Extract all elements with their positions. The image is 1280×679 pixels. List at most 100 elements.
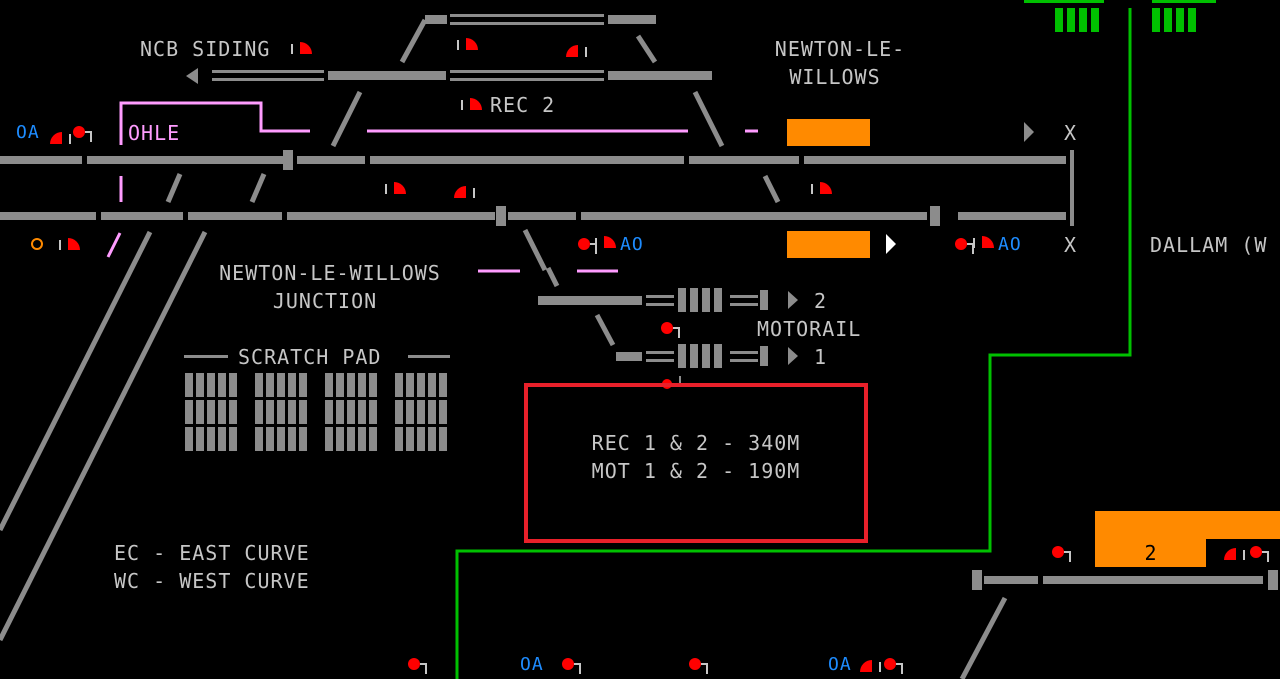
line-end-x-top: X bbox=[1064, 121, 1078, 145]
scratch-pad-cell[interactable] bbox=[406, 400, 414, 424]
berth-number: 2 bbox=[1144, 541, 1157, 565]
scratch-pad-cell[interactable] bbox=[229, 427, 237, 451]
main-signal[interactable] bbox=[955, 238, 967, 250]
dallam-label: DALLAM (W bbox=[1150, 233, 1268, 257]
scratch-pad-cell[interactable] bbox=[325, 427, 333, 451]
scratch-pad-cell[interactable] bbox=[229, 400, 237, 424]
scratch-pad-cell[interactable] bbox=[255, 373, 263, 397]
scratch-pad-cell[interactable] bbox=[369, 373, 377, 397]
scratch-pad-cell[interactable] bbox=[428, 427, 436, 451]
main-signal[interactable] bbox=[73, 126, 85, 138]
auto-signal-label-oa: OA bbox=[16, 122, 40, 143]
main-signal[interactable] bbox=[661, 322, 673, 334]
scratch-pad-cell[interactable] bbox=[196, 427, 204, 451]
scratch-pad-cell[interactable] bbox=[428, 373, 436, 397]
scratch-pad-cell[interactable] bbox=[417, 427, 425, 451]
scratch-pad-cell[interactable] bbox=[406, 427, 414, 451]
shunt-signal[interactable] bbox=[50, 132, 62, 144]
scratch-pad-cell[interactable] bbox=[266, 373, 274, 397]
scratch-pad-cell[interactable] bbox=[196, 373, 204, 397]
scratch-pad-cell[interactable] bbox=[207, 400, 215, 424]
main-signal[interactable] bbox=[578, 238, 590, 250]
scratch-pad-cell[interactable] bbox=[288, 400, 296, 424]
scratch-pad-cell[interactable] bbox=[336, 400, 344, 424]
main-signal[interactable] bbox=[408, 658, 420, 670]
scratch-pad-cell[interactable] bbox=[395, 400, 403, 424]
ohle-markings bbox=[106, 101, 758, 273]
scratch-pad-cell[interactable] bbox=[185, 373, 193, 397]
scratch-pad-cell[interactable] bbox=[417, 400, 425, 424]
scratch-pad-cell[interactable] bbox=[347, 373, 355, 397]
scratch-pad-cell[interactable] bbox=[428, 400, 436, 424]
shunt-signal[interactable] bbox=[68, 238, 80, 250]
scratch-pad-cell[interactable] bbox=[288, 373, 296, 397]
scratch-pad-cell[interactable] bbox=[255, 400, 263, 424]
train-describer-berth-down[interactable] bbox=[787, 231, 870, 258]
shunt-signal[interactable] bbox=[394, 182, 406, 194]
scratch-pad-cell[interactable] bbox=[277, 427, 285, 451]
scratch-pad-cell[interactable] bbox=[325, 373, 333, 397]
main-signal[interactable] bbox=[1052, 546, 1064, 558]
scratch-pad-cell[interactable] bbox=[185, 400, 193, 424]
scratch-pad-cell[interactable] bbox=[347, 427, 355, 451]
main-signal[interactable] bbox=[884, 658, 896, 670]
scratch-pad-cell[interactable] bbox=[358, 373, 366, 397]
west-curve-label: WC - WEST CURVE bbox=[114, 569, 310, 593]
scratch-pad-cell[interactable] bbox=[406, 373, 414, 397]
scratch-pad-cell[interactable] bbox=[218, 427, 226, 451]
shunt-signal[interactable] bbox=[566, 45, 578, 57]
scratch-pad-cell[interactable] bbox=[266, 400, 274, 424]
main-down-line bbox=[0, 206, 1066, 226]
position-light-signal[interactable] bbox=[31, 238, 43, 250]
platform-length-info-box[interactable]: REC 1 & 2 - 340M MOT 1 & 2 - 190M bbox=[524, 383, 868, 543]
scratch-pad-cell[interactable] bbox=[369, 427, 377, 451]
scratch-pad-cell[interactable] bbox=[255, 427, 263, 451]
shunt-signal[interactable] bbox=[982, 236, 994, 248]
scratch-pad-cell[interactable] bbox=[207, 427, 215, 451]
shunt-signal[interactable] bbox=[470, 98, 482, 110]
scratch-pad-cell[interactable] bbox=[288, 427, 296, 451]
scratch-pad-cell[interactable] bbox=[277, 400, 285, 424]
scratch-pad-cell[interactable] bbox=[325, 400, 333, 424]
scratch-pad-cell[interactable] bbox=[218, 373, 226, 397]
train-describer-berth-up[interactable] bbox=[787, 119, 870, 146]
scratch-pad-cell[interactable] bbox=[439, 373, 447, 397]
scratch-pad-cell[interactable] bbox=[277, 373, 285, 397]
scratch-pad-cell[interactable] bbox=[358, 427, 366, 451]
scratch-pad-cell[interactable] bbox=[439, 400, 447, 424]
scratch-pad-cell[interactable] bbox=[336, 427, 344, 451]
scratch-pad-cell[interactable] bbox=[299, 400, 307, 424]
scratch-pad-cell[interactable] bbox=[185, 427, 193, 451]
scratch-pad-cell[interactable] bbox=[358, 400, 366, 424]
scratch-pad-cell[interactable] bbox=[266, 427, 274, 451]
shunt-signal[interactable] bbox=[860, 660, 872, 672]
scratch-pad-cell[interactable] bbox=[417, 373, 425, 397]
scratch-pad-cell[interactable] bbox=[218, 400, 226, 424]
scratch-pad-cell[interactable] bbox=[229, 373, 237, 397]
scratch-pad-cell[interactable] bbox=[207, 373, 215, 397]
shunt-signal[interactable] bbox=[454, 186, 466, 198]
train-describer-berth-lower[interactable] bbox=[1095, 511, 1280, 539]
scratch-pad-cell[interactable] bbox=[336, 373, 344, 397]
scratch-pad-cell[interactable] bbox=[395, 427, 403, 451]
scratch-pad-cell[interactable] bbox=[347, 400, 355, 424]
green-route-lines bbox=[455, 8, 1132, 679]
shunt-signal[interactable] bbox=[1224, 548, 1236, 560]
motorail-siding-1-label: 1 bbox=[814, 345, 828, 369]
scratch-pad-cell[interactable] bbox=[196, 400, 204, 424]
scratch-pad-cell[interactable] bbox=[299, 373, 307, 397]
main-signal[interactable] bbox=[689, 658, 701, 670]
scratch-pad-cell[interactable] bbox=[299, 427, 307, 451]
main-signal[interactable] bbox=[1250, 546, 1262, 558]
scratch-pad-cell[interactable] bbox=[395, 373, 403, 397]
shunt-signal[interactable] bbox=[300, 42, 312, 54]
info-line-1: REC 1 & 2 - 340M bbox=[591, 431, 801, 455]
scratch-pad-cell[interactable] bbox=[369, 400, 377, 424]
shunt-signal[interactable] bbox=[820, 182, 832, 194]
train-describer-berth-lower-2[interactable]: 2 bbox=[1095, 539, 1206, 567]
main-signal[interactable] bbox=[562, 658, 574, 670]
shunt-signal[interactable] bbox=[466, 38, 478, 50]
scratch-pad-cell[interactable] bbox=[439, 427, 447, 451]
shunt-signal[interactable] bbox=[604, 236, 616, 248]
